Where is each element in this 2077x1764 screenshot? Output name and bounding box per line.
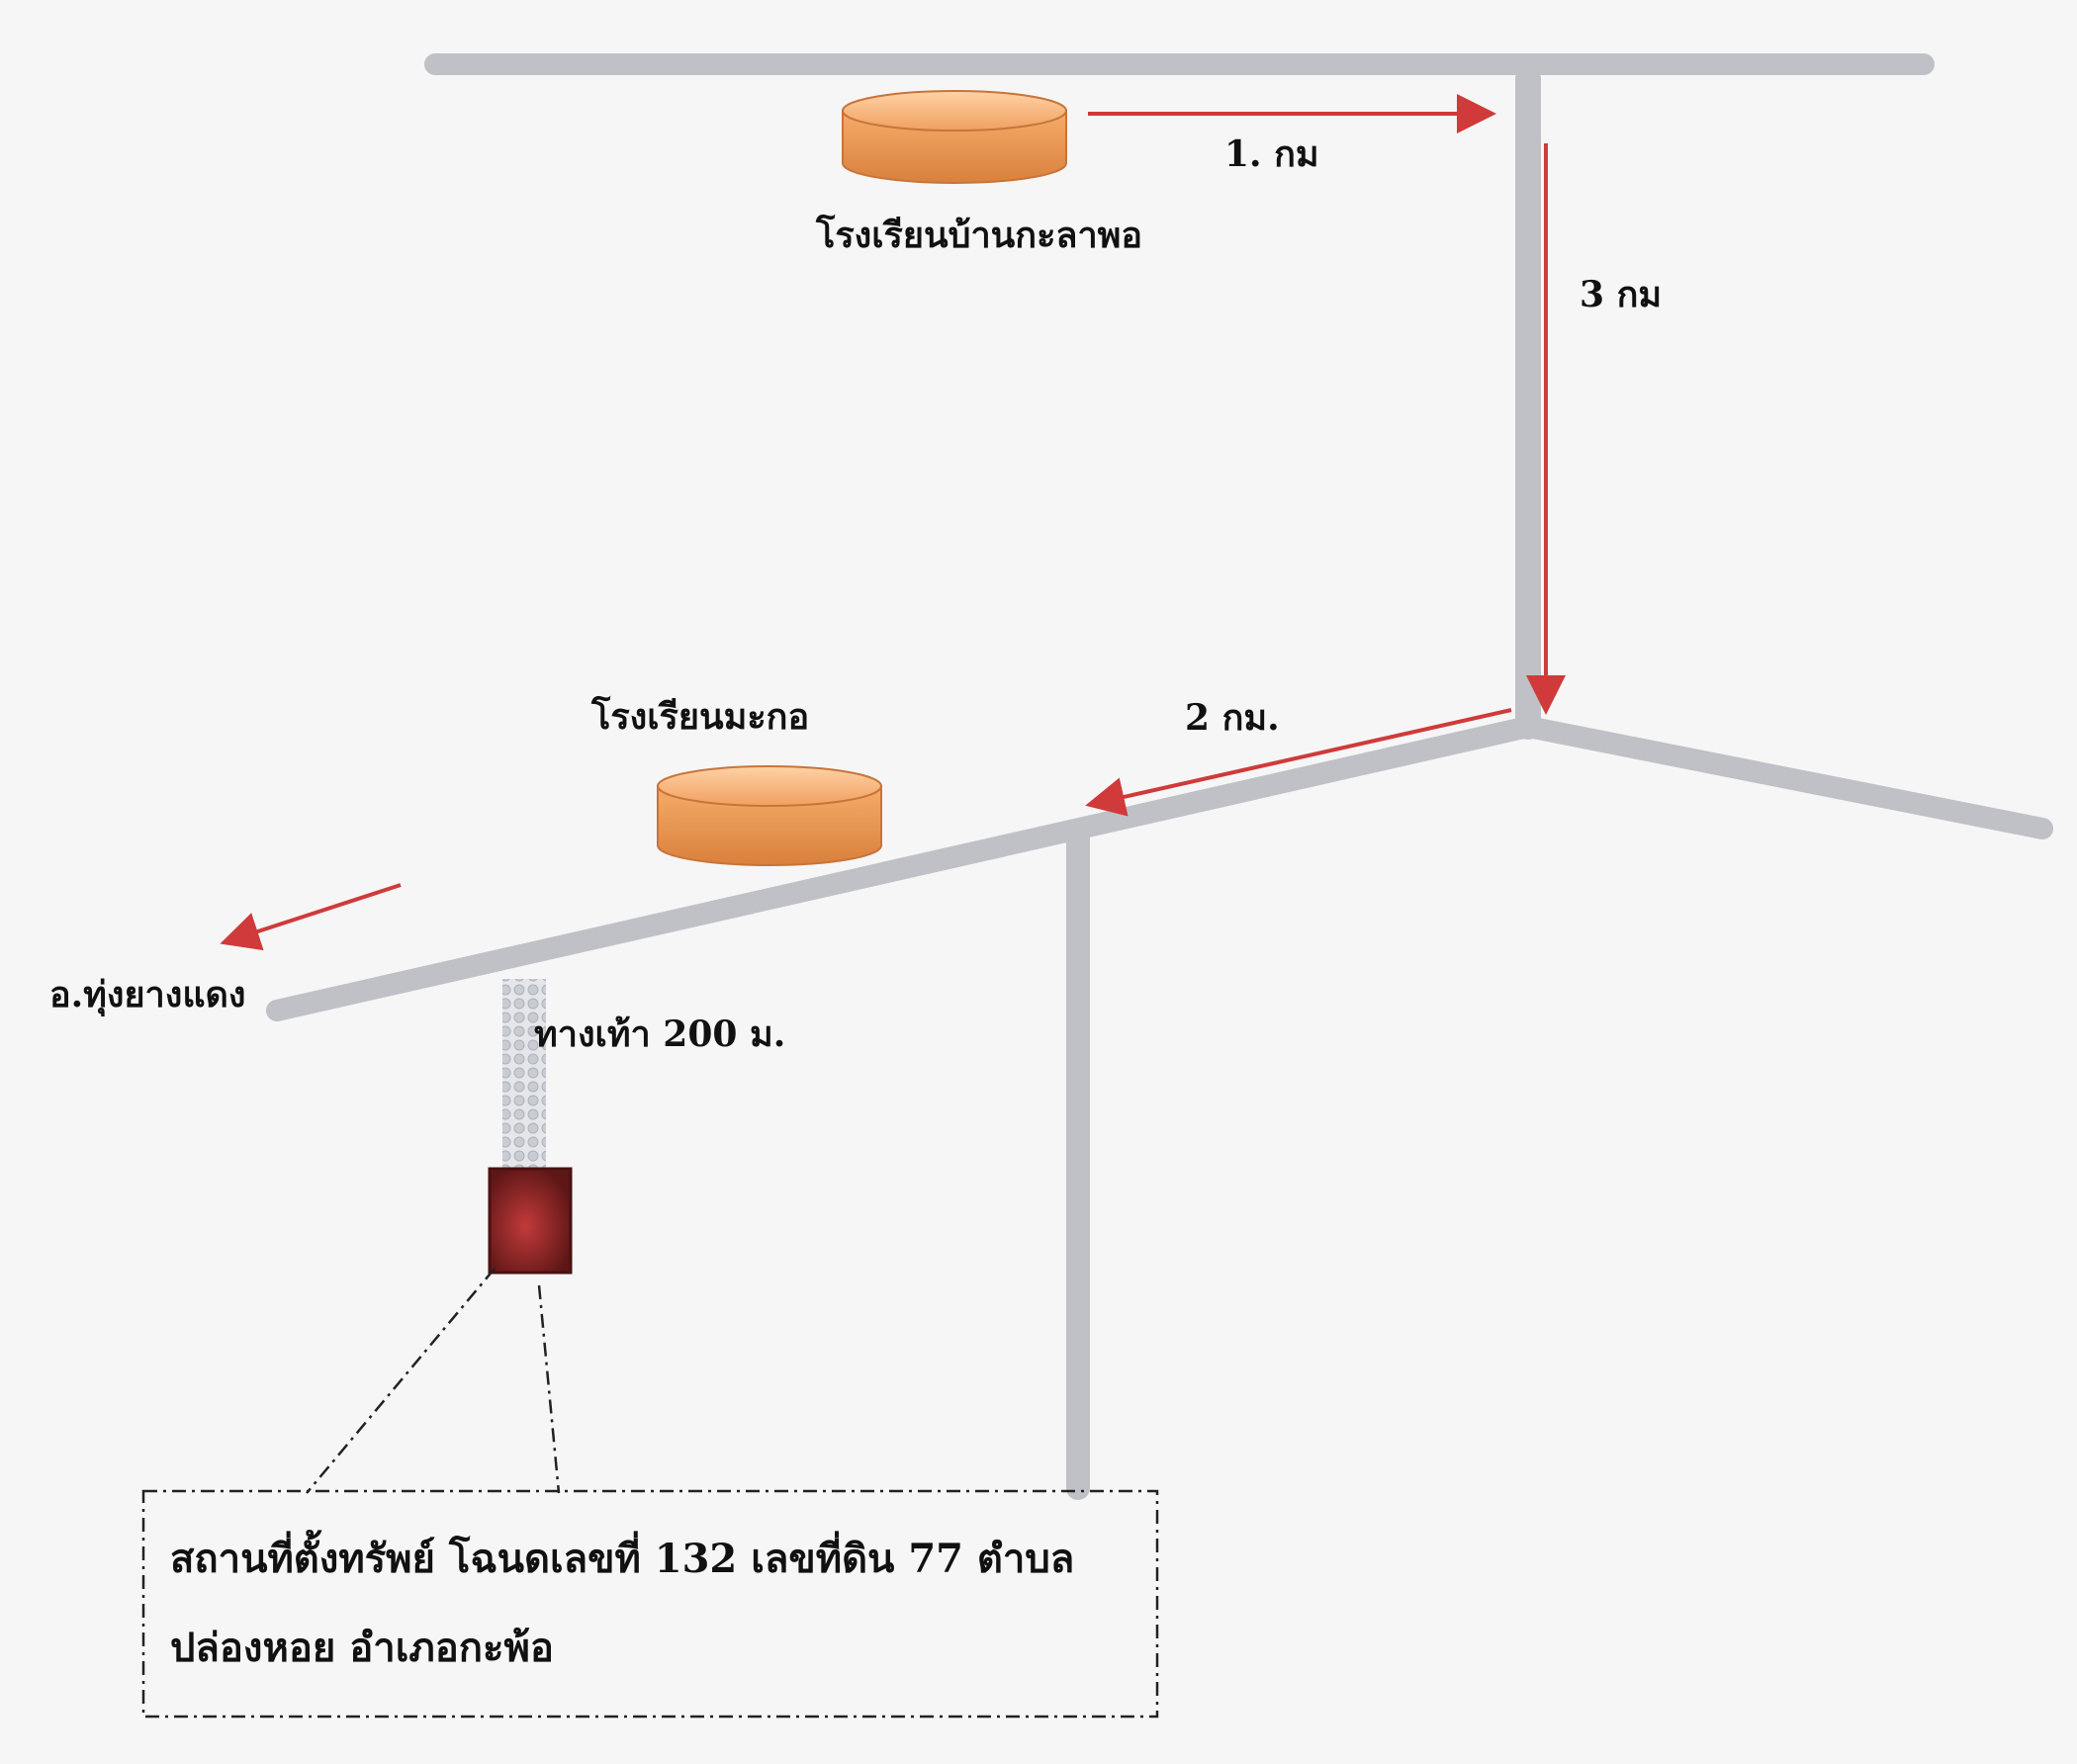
- road-main-diagonal: [266, 716, 1539, 1021]
- school-marker-top: [842, 90, 1067, 184]
- walkway-path: [502, 979, 546, 1169]
- arrow-to-district: [220, 883, 402, 951]
- distance-3-label: 3 กม: [1580, 274, 1662, 315]
- road-network: [266, 53, 2053, 1500]
- caption-line-1: สถานที่ตั้งทรัพย์ โฉนดเลขที่ 132 เลขที่ด…: [170, 1530, 1074, 1582]
- caption-box: [141, 1489, 1159, 1719]
- distance-1-label: 1. กม: [1224, 133, 1319, 175]
- district-label: อ.ทุ่งยางแดง: [49, 974, 246, 1017]
- property-marker: [488, 1167, 573, 1275]
- distance-2-label: 2 กม.: [1185, 697, 1280, 739]
- road-branch-right: [1517, 716, 2053, 839]
- arrow-segment-2: [1085, 708, 1512, 817]
- walkway-label: ทางเท้า 200 ม.: [534, 1014, 785, 1055]
- school-marker-mid: [657, 765, 882, 866]
- school-mid-label: โรงเรียนมะกอ: [590, 695, 809, 738]
- caption-line-2: ปล่องหอย อำเภอกะพ้อ: [170, 1625, 554, 1671]
- school-top-label: โรงเรียนบ้านกะลาพอ: [815, 214, 1142, 256]
- leader-lines: [306, 1268, 561, 1494]
- route-arrows: [220, 94, 1566, 951]
